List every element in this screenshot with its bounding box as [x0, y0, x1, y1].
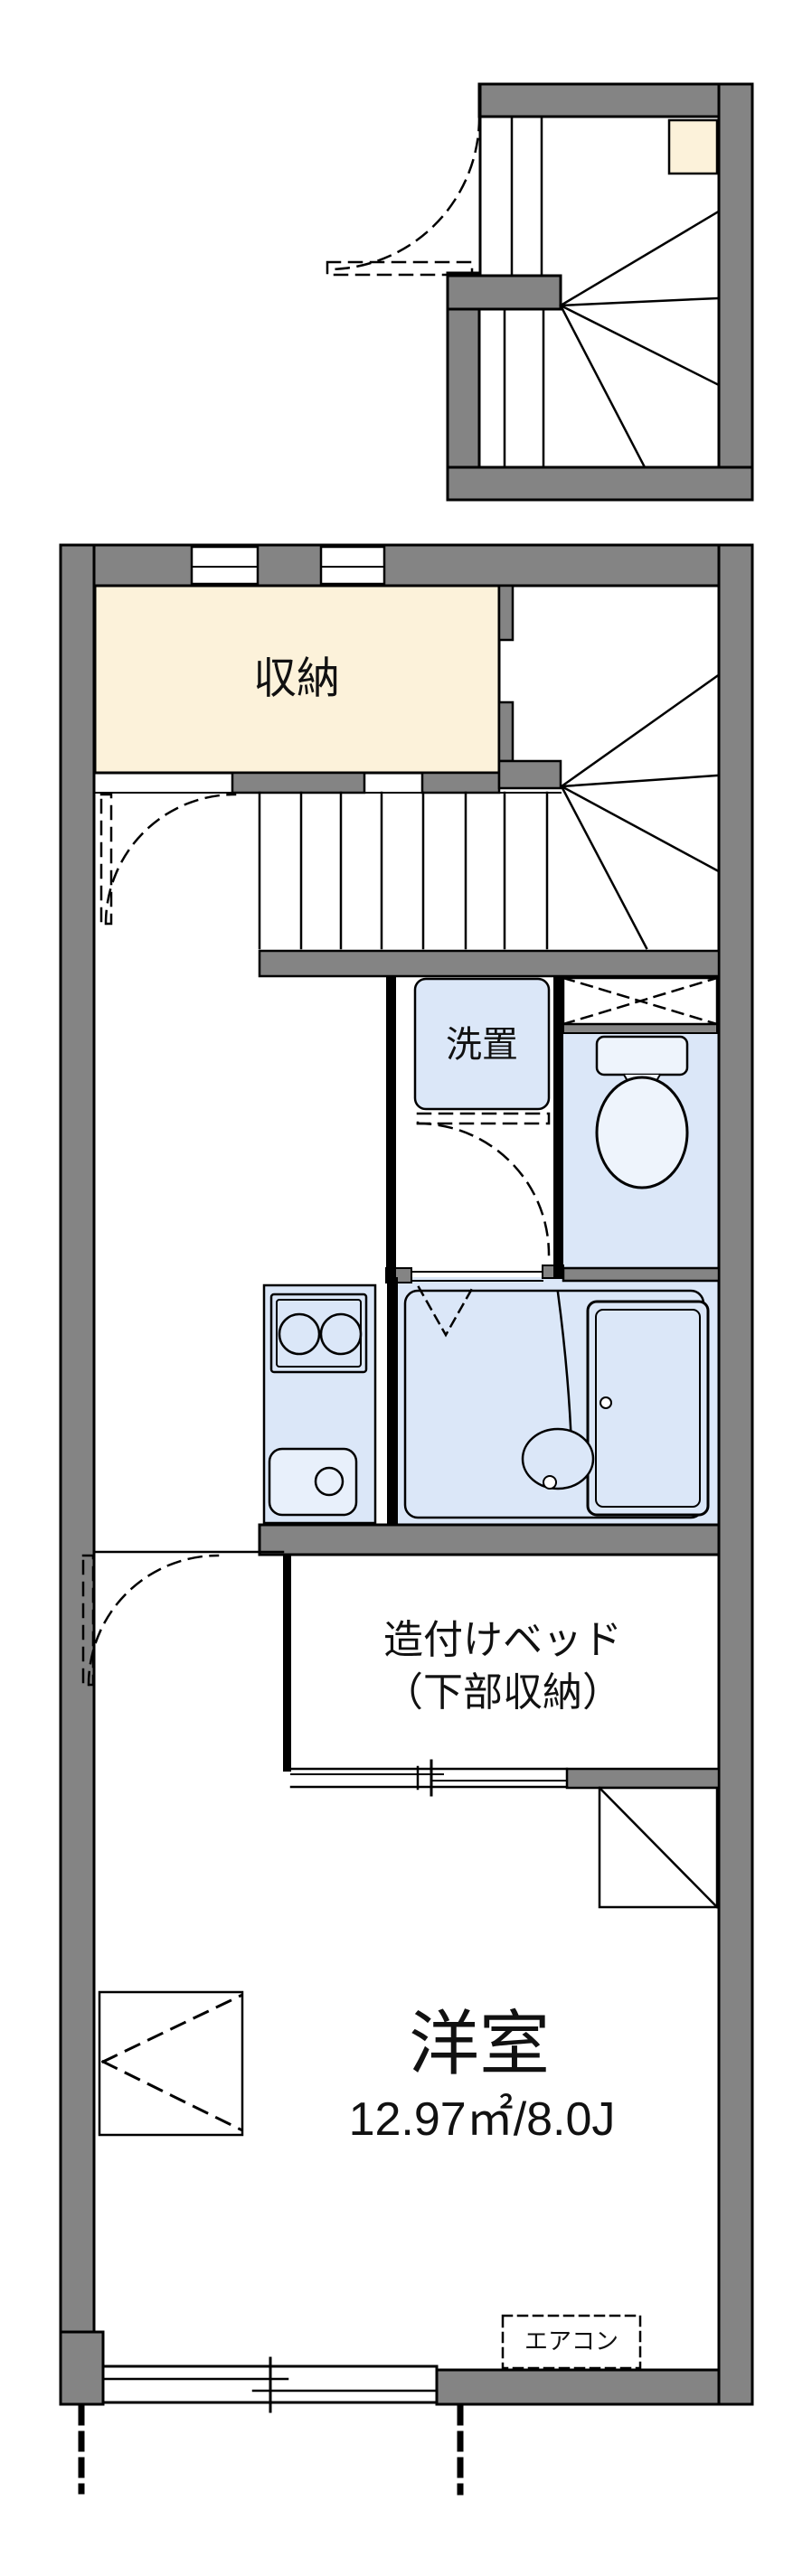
washroom-door-swing — [416, 1112, 551, 1256]
main-plan-walls — [59, 543, 754, 2406]
bath-folding-door — [417, 1285, 475, 1338]
lower-floor-outline-dashes — [78, 2404, 464, 2496]
air-conditioner-box — [501, 2314, 642, 2370]
storage-room-label: 収納 — [252, 654, 341, 703]
stove-unit — [269, 1293, 368, 1374]
opening-lines — [92, 792, 543, 1554]
main-floor-plan — [59, 543, 754, 2496]
kitchen-sink — [268, 1447, 358, 1517]
sink-drain — [314, 1466, 345, 1497]
western-room-label: 洋室 — [408, 2004, 551, 2084]
north-windows — [190, 545, 386, 586]
toilet-bowl — [595, 1076, 689, 1189]
kitchen — [262, 1283, 377, 1525]
built-in-bed-label: 造付けベッド （下部収納） — [383, 1614, 622, 1719]
toilet — [595, 1035, 689, 1189]
overhead-shelf-box — [562, 976, 719, 1026]
main-stairs — [258, 674, 719, 950]
storage-room — [93, 584, 501, 775]
air-conditioner-label: エアコン — [524, 2327, 619, 2355]
bathtub — [586, 1300, 710, 1517]
entrance-door-swing — [326, 116, 481, 277]
wall-cabinet-double-door — [98, 1990, 244, 2137]
bathtub-handle — [600, 1396, 612, 1409]
bathtub-inner — [595, 1309, 701, 1508]
south-window — [101, 2356, 439, 2413]
bathroom — [403, 1285, 710, 1519]
bath-drain — [543, 1475, 557, 1490]
upper-stairs — [503, 115, 719, 469]
bath-divider — [556, 1291, 573, 1449]
built-in-bed-label-line1: 造付けベッド — [383, 1617, 622, 1662]
stair-newel-wall — [446, 274, 562, 311]
upper-floor-plan — [326, 82, 754, 502]
laundry-space-label: 洗置 — [446, 1025, 518, 1065]
stair-newel-wall-2f — [497, 759, 562, 790]
toilet-tank — [595, 1035, 689, 1076]
laundry-box — [413, 977, 551, 1111]
upper-closet-box — [667, 118, 719, 175]
stove-burner-left — [278, 1312, 321, 1356]
western-room-area: 12.97㎡/8.0J — [348, 2093, 616, 2147]
bed-sliding-panels — [289, 1759, 569, 1797]
storage-door-swing — [99, 793, 237, 926]
bedroom-door-swing — [81, 1554, 220, 1687]
thin-partition-walls — [283, 976, 563, 1772]
corner-cabinet — [598, 1786, 719, 1909]
stove-burner-right — [319, 1312, 363, 1356]
bath-stool — [521, 1427, 595, 1490]
upper-plan-walls — [446, 82, 754, 502]
built-in-bed-label-line2: （下部収納） — [383, 1670, 622, 1715]
